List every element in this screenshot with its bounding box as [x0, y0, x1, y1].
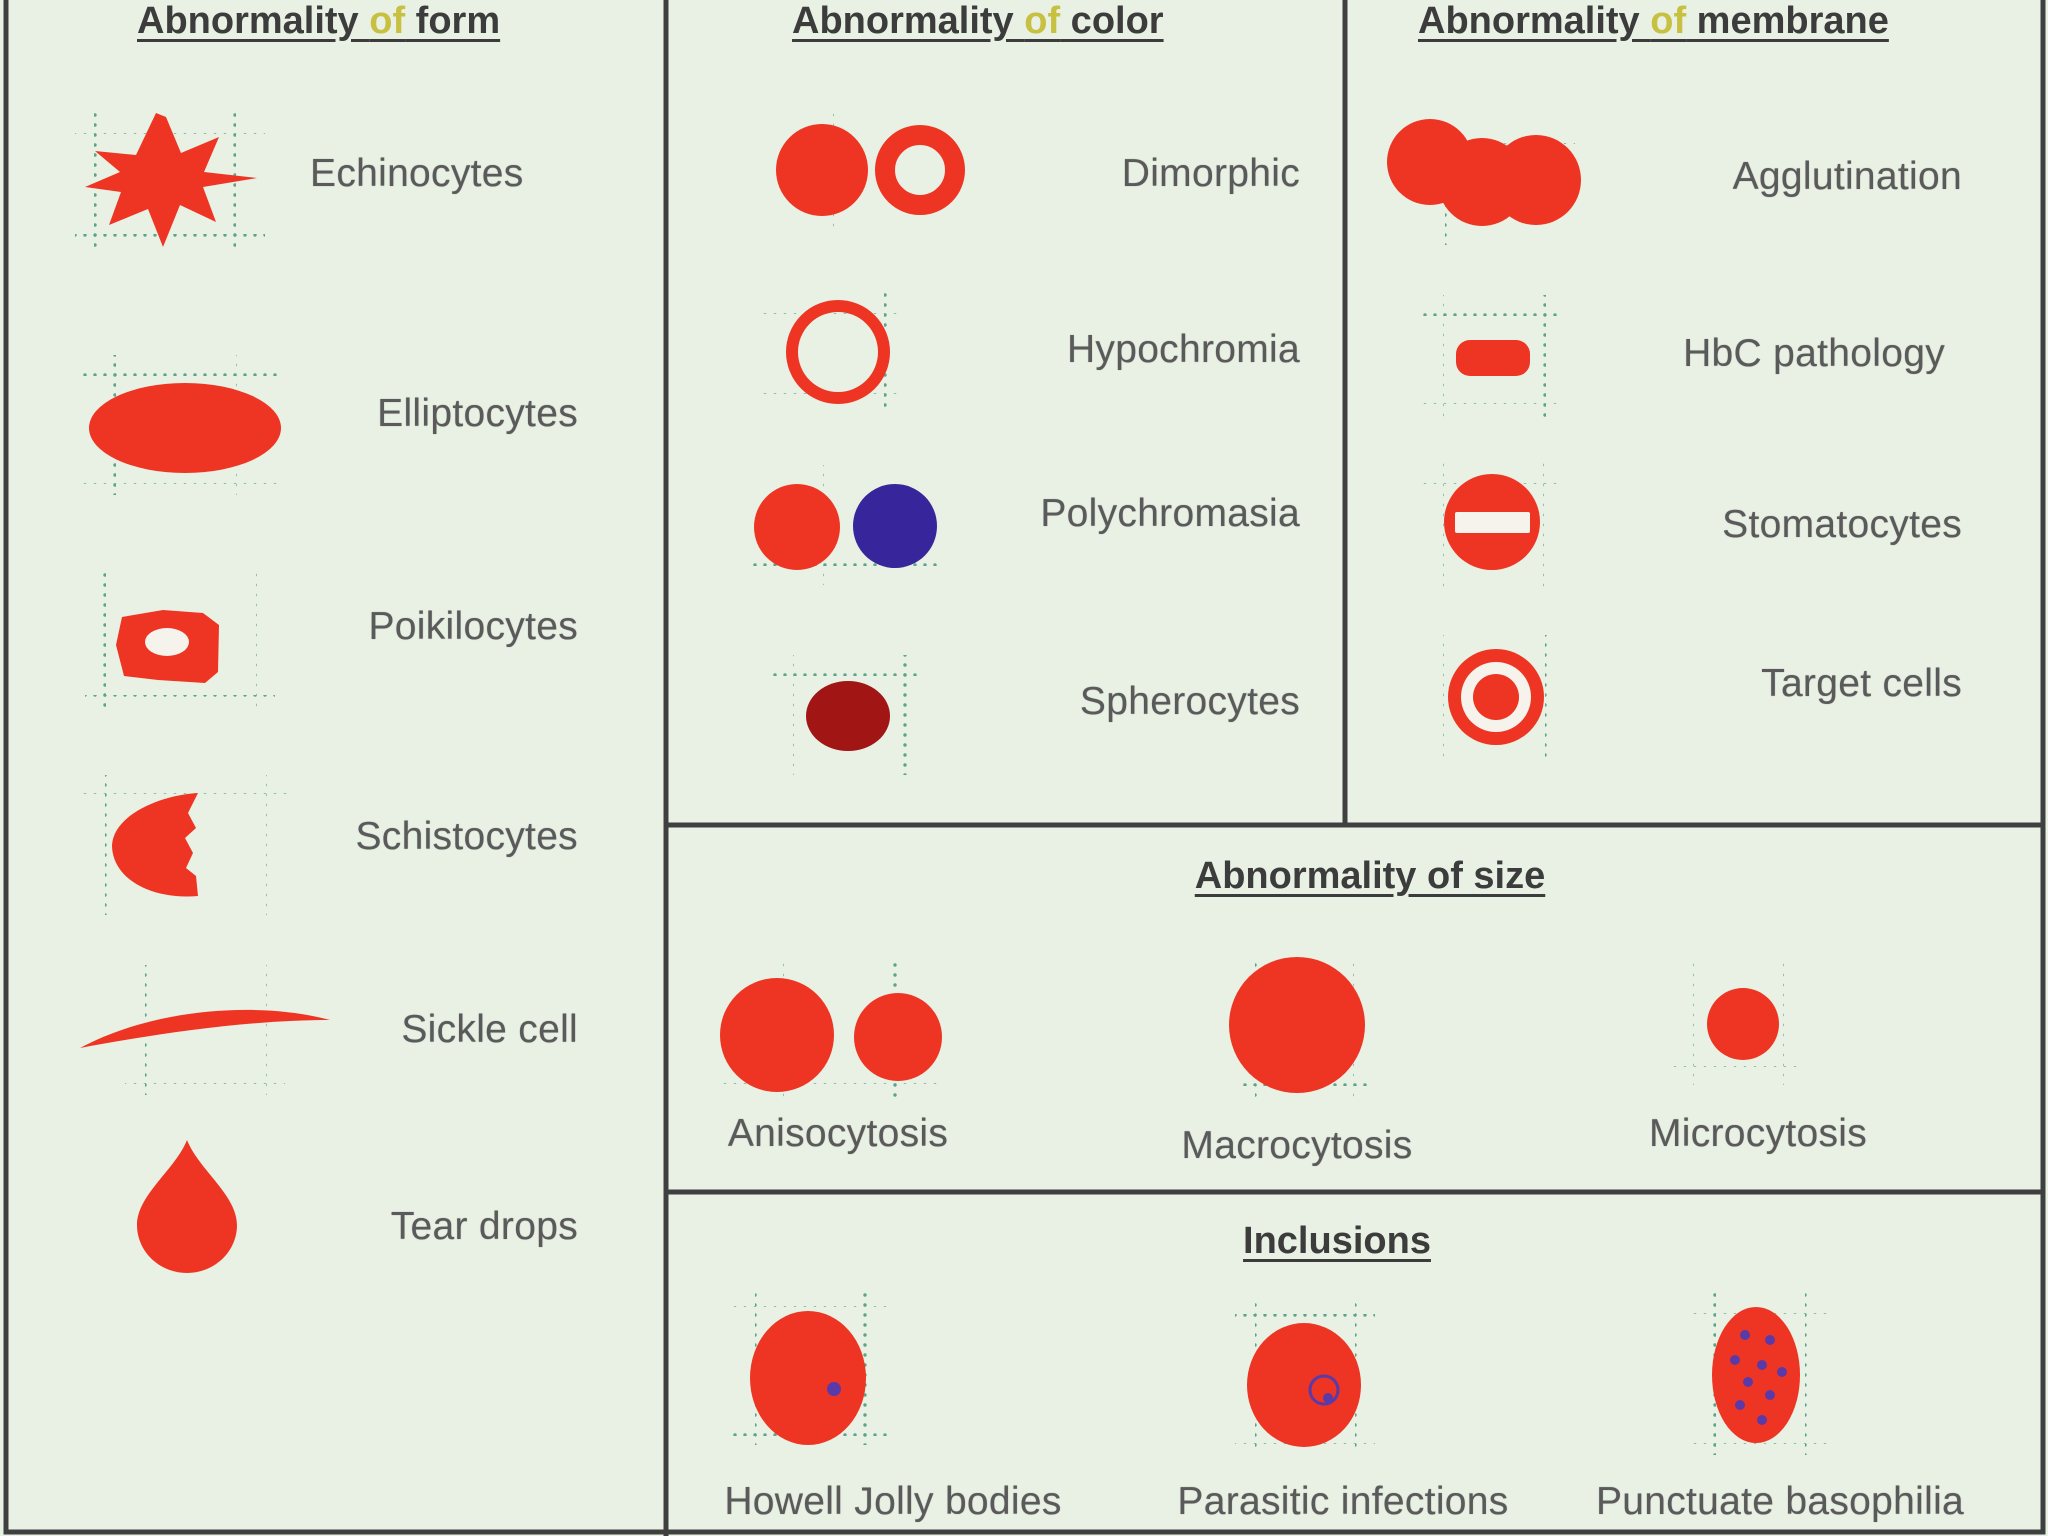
target-cell-icon	[1420, 635, 1560, 760]
spherocyte-icon	[770, 655, 920, 775]
polychromasia-icon	[752, 465, 942, 585]
hbc-pathology-icon	[1420, 295, 1560, 420]
label-sickle-cell: Sickle cell	[401, 1008, 578, 1051]
label-polychromasia: Polychromasia	[1040, 492, 1300, 535]
panel-borders	[3, 0, 2046, 1536]
color-panel-title: Abnormality of color	[792, 0, 1164, 42]
agglutination-icon	[1387, 119, 1581, 245]
label-hypochromia: Hypochromia	[1066, 328, 1300, 371]
label-poikilocytes: Poikilocytes	[368, 605, 578, 648]
label-schistocytes: Schistocytes	[355, 815, 578, 858]
poikilocyte-icon	[85, 570, 275, 712]
label-anisocytosis: Anisocytosis	[727, 1112, 949, 1155]
schistocyte-icon	[80, 775, 290, 915]
label-microcytosis: Microcytosis	[1648, 1112, 1868, 1155]
label-agglutination: Agglutination	[1732, 155, 1962, 198]
label-dimorphic: Dimorphic	[1121, 152, 1300, 195]
stomatocyte-icon	[1420, 462, 1560, 587]
label-punctuate-basophilia: Punctuate basophilia	[1595, 1480, 1965, 1523]
microcytosis-icon	[1670, 960, 1800, 1085]
tear-drop-icon	[95, 1140, 275, 1275]
howell-jolly-icon	[730, 1290, 890, 1445]
label-hbc-pathology: HbC pathology	[1683, 332, 1945, 375]
label-echinocytes: Echinocytes	[310, 152, 524, 195]
label-spherocytes: Spherocytes	[1079, 680, 1300, 723]
anisocytosis-icon	[720, 960, 942, 1100]
parasitic-infection-icon	[1235, 1298, 1375, 1453]
form-panel-title: Abnormality of form	[137, 0, 501, 42]
hypochromia-icon	[760, 290, 900, 410]
dimorphic-icon	[775, 110, 965, 230]
label-parasitic-infections: Parasitic infections	[1177, 1480, 1509, 1523]
label-stomatocytes: Stomatocytes	[1722, 503, 1962, 546]
label-tear-drops: Tear drops	[390, 1205, 578, 1248]
size-panel-title: Abnormality of size	[1194, 855, 1546, 897]
macrocytosis-icon	[1229, 957, 1370, 1100]
label-target-cells: Target cells	[1761, 662, 1962, 705]
echinocyte-icon	[75, 112, 265, 252]
punctuate-basophilia-icon	[1690, 1290, 1830, 1455]
inclusions-panel-title: Inclusions	[1243, 1220, 1431, 1262]
label-elliptocytes: Elliptocytes	[377, 392, 578, 435]
membrane-panel-title: Abnormality of membrane	[1418, 0, 1889, 42]
label-howell-jolly-bodies: Howell Jolly bodies	[724, 1480, 1062, 1523]
outer-border	[3, 0, 2046, 1535]
sickle-cell-icon	[80, 965, 330, 1095]
label-macrocytosis: Macrocytosis	[1181, 1124, 1413, 1167]
elliptocyte-icon	[82, 355, 282, 495]
